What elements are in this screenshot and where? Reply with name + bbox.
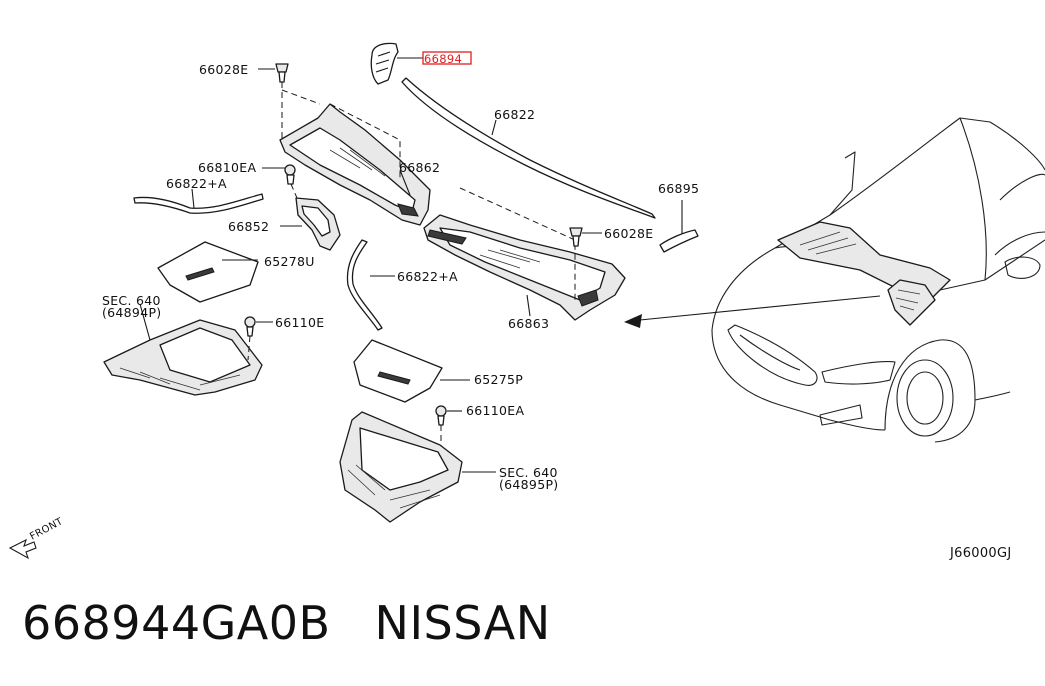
clip-66110EA[interactable]	[435, 405, 462, 450]
label-65278U: 65278U	[264, 254, 315, 269]
label-65275P: 65275P	[474, 372, 523, 387]
caption: 668944GA0B NISSAN	[22, 596, 551, 650]
part-65275P[interactable]	[353, 339, 470, 403]
part-66863[interactable]	[423, 187, 626, 321]
car-illustration	[624, 117, 1045, 443]
part-66822[interactable]	[401, 77, 656, 219]
part-66822A-center[interactable]	[346, 239, 395, 331]
label-66894: 66894	[424, 52, 462, 66]
part-66895[interactable]	[659, 200, 699, 253]
label-sec640-lower: SEC. 640	[499, 465, 558, 480]
part-66852[interactable]	[280, 197, 341, 251]
callout-labels: 66028E 66894 66822 66862 66810EA 66822+A…	[28, 51, 1012, 561]
label-66863: 66863	[508, 316, 549, 331]
label-66028E-right: 66028E	[604, 226, 653, 241]
clip-66028E-left[interactable]	[258, 63, 289, 140]
clip-66028E-right[interactable]	[569, 227, 602, 247]
label-front: FRONT	[28, 516, 65, 543]
label-66822A-left: 66822+A	[166, 176, 227, 191]
clip-66110E[interactable]	[244, 316, 273, 361]
label-66110EA: 66110EA	[466, 403, 524, 418]
clip-66810EA[interactable]	[262, 164, 301, 206]
part-64895P[interactable]	[339, 411, 496, 523]
label-66028E-left: 66028E	[199, 62, 248, 77]
part-66862[interactable]	[279, 89, 431, 226]
label-66822: 66822	[494, 107, 535, 122]
label-64895P: (64895P)	[499, 477, 558, 492]
label-64894P: (64894P)	[102, 305, 161, 320]
front-arrow	[8, 538, 37, 560]
label-66895: 66895	[658, 181, 699, 196]
part-66822A-left[interactable]	[133, 188, 264, 214]
exploded-view-drawing: 66028E 66894 66822 66862 66810EA 66822+A…	[8, 42, 1045, 561]
part-number: 668944GA0B	[22, 596, 331, 650]
part-66894[interactable]	[370, 42, 423, 85]
label-sec640-left: SEC. 640	[102, 293, 161, 308]
label-66110E: 66110E	[275, 315, 324, 330]
label-diagram-code: J66000GJ	[949, 546, 1012, 561]
highlight-box	[422, 51, 472, 65]
part-64894P[interactable]	[103, 303, 263, 396]
brand-name: NISSAN	[374, 596, 551, 650]
part-65278U[interactable]	[157, 241, 259, 303]
label-66810EA: 66810EA	[198, 160, 256, 175]
label-66852: 66852	[228, 219, 269, 234]
label-66862: 66862	[399, 160, 440, 175]
label-66822A-center: 66822+A	[397, 269, 458, 284]
